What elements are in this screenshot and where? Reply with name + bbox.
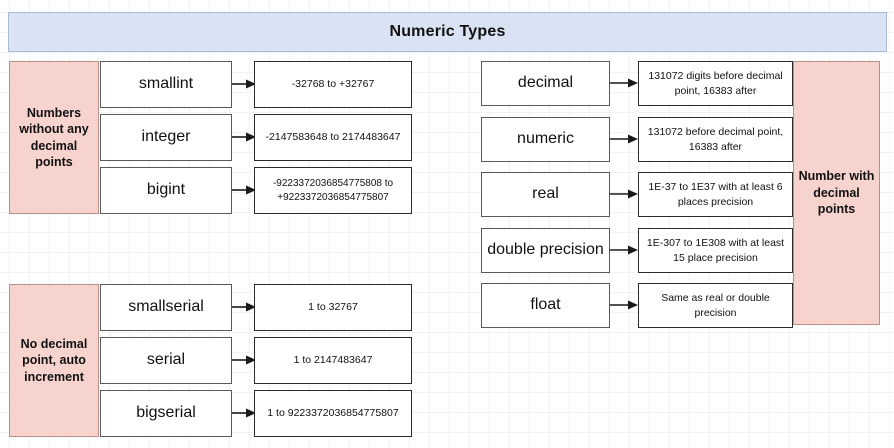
type-box-numeric[interactable]: numeric — [481, 117, 610, 162]
group-label-no-decimal-point-auto-increment: No decimal point, auto increment — [9, 284, 99, 437]
group-label-number-with-decimal-points: Number with decimal points — [793, 61, 880, 325]
arrow-float — [610, 300, 638, 310]
type-box-bigint[interactable]: bigint — [100, 167, 232, 214]
group-label-numbers-without-decimal-points: Numbers without any decimal points — [9, 61, 99, 214]
arrow-decimal — [610, 78, 638, 88]
detail-box-decimal: 131072 digits before decimal point, 1638… — [638, 61, 793, 106]
type-box-smallint[interactable]: smallint — [100, 61, 232, 108]
arrow-serial — [232, 355, 256, 365]
arrow-numeric — [610, 134, 638, 144]
arrow-bigint — [232, 185, 256, 195]
detail-box-numeric: 131072 before decimal point, 16383 after — [638, 117, 793, 162]
page-title: Numeric Types — [389, 23, 506, 40]
type-box-double-precision[interactable]: double precision — [481, 228, 610, 273]
detail-box-float: Same as real or double precision — [638, 283, 793, 328]
diagram-title-banner: Numeric Types — [8, 12, 887, 52]
type-box-serial[interactable]: serial — [100, 337, 232, 384]
arrow-double-precision — [610, 245, 638, 255]
type-box-decimal[interactable]: decimal — [481, 61, 610, 106]
detail-box-integer: -2147583648 to 2174483647 — [254, 114, 412, 161]
type-box-integer[interactable]: integer — [100, 114, 232, 161]
type-box-real[interactable]: real — [481, 172, 610, 217]
detail-box-bigserial: 1 to 9223372036854775807 — [254, 390, 412, 437]
type-box-float[interactable]: float — [481, 283, 610, 328]
detail-box-serial: 1 to 2147483647 — [254, 337, 412, 384]
arrow-bigserial — [232, 408, 256, 418]
detail-box-smallserial: 1 to 32767 — [254, 284, 412, 331]
detail-box-smallint: -32768 to +32767 — [254, 61, 412, 108]
arrow-integer — [232, 132, 256, 142]
arrow-real — [610, 189, 638, 199]
type-box-smallserial[interactable]: smallserial — [100, 284, 232, 331]
detail-box-double-precision: 1E-307 to 1E308 with at least 15 place p… — [638, 228, 793, 273]
type-box-bigserial[interactable]: bigserial — [100, 390, 232, 437]
detail-box-bigint: -9223372036854775808 to +922337203685477… — [254, 167, 412, 214]
arrow-smallint — [232, 79, 256, 89]
detail-box-real: 1E-37 to 1E37 with at least 6 places pre… — [638, 172, 793, 217]
arrow-smallserial — [232, 302, 256, 312]
